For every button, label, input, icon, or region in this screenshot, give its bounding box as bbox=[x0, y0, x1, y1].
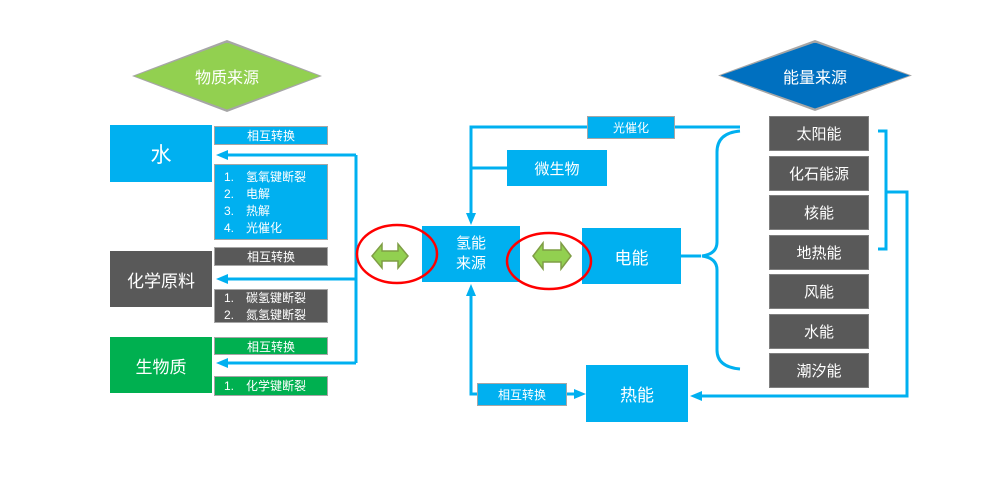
chemical-converter-label: 相互转换 bbox=[214, 247, 328, 266]
chemical-box: 化学原料 bbox=[110, 251, 212, 307]
thermal-converter-label: 相互转换 bbox=[477, 383, 567, 406]
water-converter-text: 相互转换 bbox=[246, 129, 295, 143]
water-box: 水 bbox=[110, 125, 212, 182]
electric-energy-box: 电能 bbox=[582, 228, 681, 284]
thermal-group-bracket bbox=[878, 129, 888, 251]
biomass-converter-label: 相互转换 bbox=[214, 337, 328, 355]
hydrogen-source-line1: 氢能 bbox=[455, 235, 486, 252]
material-source-diamond: 物质来源 bbox=[132, 40, 322, 112]
thermal-energy-label: 热能 bbox=[620, 386, 654, 405]
list-item: 2.氮氢键断裂 bbox=[224, 308, 307, 322]
energy-source-wind: 风能 bbox=[769, 274, 869, 309]
energy-source-fossil: 化石能源 bbox=[769, 155, 869, 191]
thermal-converter-text: 相互转换 bbox=[497, 388, 546, 402]
energy-source-hydro: 水能 bbox=[769, 313, 869, 349]
biomass-converter-text: 相互转换 bbox=[246, 339, 295, 354]
photocatalysis-label: 光催化 bbox=[587, 116, 675, 139]
chemical-methods-list: 1.碳氢键断裂 2.氮氢键断裂 bbox=[214, 289, 328, 323]
biomass-box: 生物质 bbox=[110, 337, 212, 393]
microbe-box: 微生物 bbox=[507, 150, 607, 186]
energy-source-solar: 太阳能 bbox=[769, 116, 869, 151]
water-box-label: 水 bbox=[150, 143, 172, 167]
energy-source-title: 能量来源 bbox=[782, 69, 847, 87]
chemical-converter-text: 相互转换 bbox=[246, 250, 295, 264]
water-converter-label: 相互转换 bbox=[214, 126, 328, 145]
electric-energy-label: 电能 bbox=[614, 248, 649, 268]
list-item: 4.光催化 bbox=[224, 221, 283, 235]
list-item: 3.热解 bbox=[224, 204, 271, 218]
bidirectional-arrow-icon-left bbox=[371, 241, 409, 271]
energy-source-tidal: 潮汐能 bbox=[769, 353, 869, 388]
thermal-energy-box: 热能 bbox=[586, 365, 688, 422]
energy-source-geothermal: 地热能 bbox=[769, 234, 869, 270]
hydrogen-source-box: 氢能 来源 bbox=[422, 226, 520, 282]
photocatalysis-text: 光催化 bbox=[612, 121, 649, 135]
list-item: 1.化学键断裂 bbox=[224, 379, 307, 393]
energy-source-nuclear: 核能 bbox=[769, 195, 869, 230]
biomass-methods-list: 1.化学键断裂 bbox=[214, 376, 328, 396]
energy-source-diamond: 能量来源 bbox=[718, 40, 912, 111]
hydrogen-bottom-arrow bbox=[466, 284, 477, 396]
bidirectional-arrow-icon-right bbox=[532, 240, 572, 272]
microbe-label: 微生物 bbox=[534, 160, 580, 178]
material-source-title: 物质来源 bbox=[194, 70, 259, 87]
list-item: 1.氢氧键断裂 bbox=[224, 170, 307, 184]
energy-curly-brace bbox=[701, 129, 741, 371]
water-methods-list: 1.氢氧键断裂 2.电解 3.热解 4.光催化 bbox=[214, 164, 328, 240]
chemical-box-label: 化学原料 bbox=[127, 271, 195, 291]
hydrogen-source-line2: 来源 bbox=[455, 255, 486, 272]
list-item: 1.碳氢键断裂 bbox=[224, 291, 307, 305]
biomass-box-label: 生物质 bbox=[135, 357, 187, 377]
list-item: 2.电解 bbox=[224, 187, 271, 201]
